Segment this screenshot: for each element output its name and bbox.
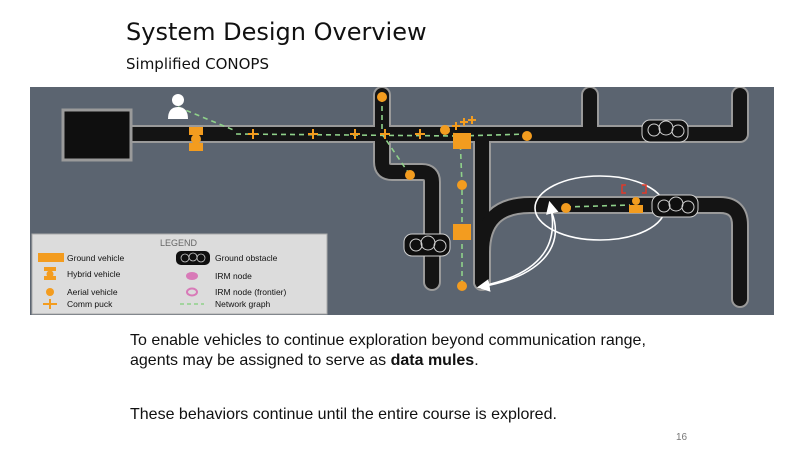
p1-line2-prefix: agents may be assigned to serve as (130, 352, 391, 369)
staging-area (61, 108, 133, 162)
p1-line1: To enable vehicles to continue explorati… (130, 332, 646, 349)
ground-obstacle (403, 119, 699, 257)
legend-label-ground-obstacle: Ground obstacle (215, 253, 278, 263)
p1-bold-term: data mules (390, 352, 475, 369)
conops-diagram: LEGEND Ground vehicle Hybrid vehicle Aer… (30, 87, 774, 315)
legend: LEGEND Ground vehicle Hybrid vehicle Aer… (31, 233, 328, 315)
legend-irm-frontier-icon (186, 287, 198, 297)
legend-comm-puck-icon (43, 299, 57, 309)
legend-label-aerial-vehicle: Aerial vehicle (67, 287, 118, 297)
page-number: 16 (676, 432, 688, 443)
ground-vehicle (453, 133, 471, 240)
legend-box (31, 233, 328, 315)
legend-irm-node-icon (186, 272, 198, 280)
legend-title: LEGEND (160, 238, 198, 248)
data-mule-paths (476, 200, 559, 292)
hybrid-vehicle (189, 127, 643, 213)
alert-marker (621, 184, 647, 194)
legend-label-irm-frontier: IRM node (frontier) (215, 287, 286, 297)
legend-label-network-graph: Network graph (215, 299, 271, 309)
legend-label-hybrid-vehicle: Hybrid vehicle (67, 269, 121, 279)
slide-subtitle: Simplified CONOPS (126, 55, 269, 73)
legend-aerial-vehicle-icon (46, 288, 54, 296)
slide-title: System Design Overview (126, 18, 427, 46)
legend-ground-obstacle-icon (176, 251, 210, 265)
obstacle-3 (403, 233, 451, 257)
obstacle-2 (651, 194, 699, 218)
p1-line2-suffix: . (474, 352, 479, 369)
aerial-vehicle (377, 92, 571, 291)
paragraph-exploration: These behaviors continue until the entir… (130, 406, 557, 423)
tunnel-core (123, 88, 747, 306)
legend-label-comm-puck: Comm puck (67, 299, 113, 309)
legend-ground-vehicle-icon (38, 253, 64, 262)
paragraph-data-mules: To enable vehicles to continue explorati… (130, 331, 646, 371)
legend-hybrid-vehicle-icon (44, 267, 56, 280)
comm-puck (248, 116, 476, 139)
legend-label-ground-vehicle: Ground vehicle (67, 253, 124, 263)
legend-label-irm-node: IRM node (215, 271, 252, 281)
obstacle-1 (641, 119, 689, 143)
operator-icon (168, 94, 188, 119)
